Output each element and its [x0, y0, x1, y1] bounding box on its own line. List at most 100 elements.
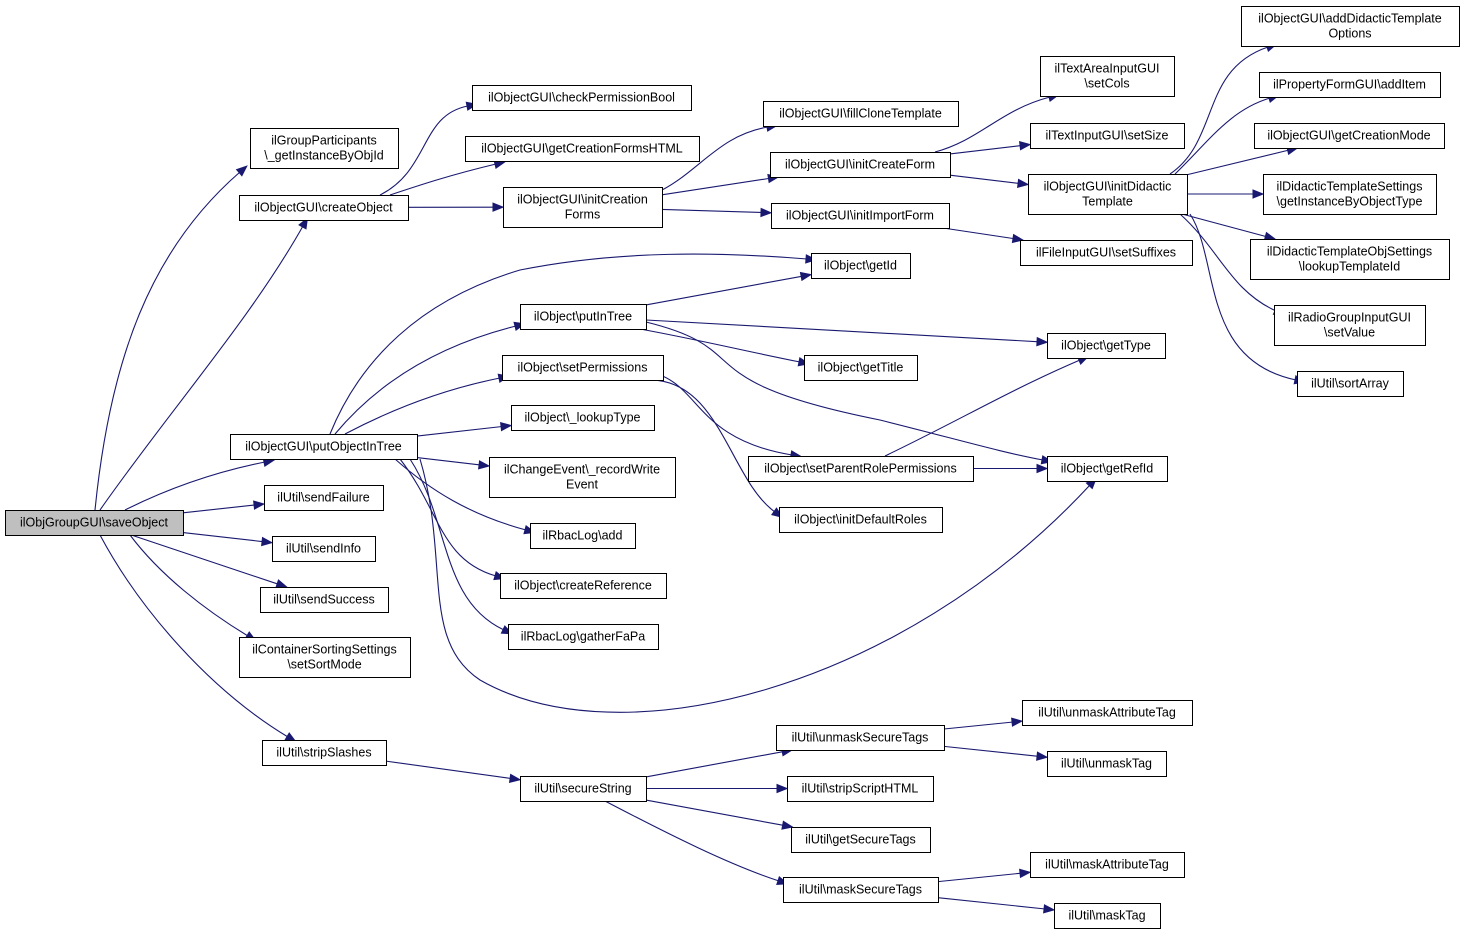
edge-saveObject-to-createObject [99, 216, 309, 511]
edge-line [182, 532, 263, 543]
node-label: ilUtil\unmaskAttributeTag [1038, 706, 1176, 720]
node-box [1297, 371, 1404, 397]
edge-line [943, 721, 1013, 730]
node-getCreationFormsHTML[interactable]: ilObjectGUI\getCreationFormsHTML [465, 136, 700, 162]
node-box [489, 457, 676, 498]
node-box [1022, 700, 1193, 726]
node-createObject[interactable]: ilObjectGUI\createObject [239, 195, 409, 221]
node-unmaskTag[interactable]: ilUtil\unmaskTag [1047, 751, 1167, 777]
node-initDefaultRoles[interactable]: ilObject\initDefaultRoles [779, 507, 943, 533]
node-gatherFaPa[interactable]: ilRbacLog\gatherFaPa [508, 624, 659, 650]
node-label: ilObjectGUI\createObject [254, 201, 393, 215]
node-sendInfo[interactable]: ilUtil\sendInfo [272, 536, 376, 562]
edge-saveObject-to-setSortMode [129, 534, 257, 642]
edge-createObject-to-initCreationForms [407, 202, 505, 212]
node-lookupType[interactable]: ilObject\_lookupType [511, 405, 655, 431]
node-getSecureTags[interactable]: ilUtil\getSecureTags [791, 827, 931, 853]
node-getCreationMode[interactable]: ilObjectGUI\getCreationMode [1254, 123, 1445, 149]
node-setSortMode[interactable]: ilContainerSortingSettings\setSortMode [239, 637, 411, 678]
node-createReference[interactable]: ilObject\createReference [500, 573, 667, 599]
edge-initDidacticTemplate-to-lookupTemplateId [1181, 213, 1277, 241]
node-unmaskSecureTags[interactable]: ilUtil\unmaskSecureTags [776, 725, 945, 751]
edge-secureString-to-unmaskSecureTags [645, 747, 794, 778]
edge-line [329, 253, 808, 435]
node-box [787, 776, 934, 802]
node-box [748, 456, 974, 482]
node-setSize[interactable]: ilTextInputGUI\setSize [1030, 123, 1185, 149]
node-setParentRolePermissions[interactable]: ilObject\setParentRolePermissions [748, 456, 974, 482]
edge-line [1174, 97, 1271, 175]
edge-putInTree-to-getRefId [645, 321, 1054, 465]
node-unmaskAttributeTag[interactable]: ilUtil\unmaskAttributeTag [1022, 700, 1193, 726]
arrow-head-icon [781, 820, 794, 830]
node-stripSlashes[interactable]: ilUtil\stripSlashes [262, 740, 387, 766]
node-getRefId[interactable]: ilObject\getRefId [1047, 456, 1168, 482]
edge-line [649, 379, 776, 513]
edge-line [937, 897, 1045, 910]
node-label: ilDidacticTemplateSettings [1277, 180, 1423, 194]
node-maskAttributeTag[interactable]: ilUtil\maskAttributeTag [1030, 852, 1185, 878]
edge-secureString-to-maskSecureTags [604, 800, 789, 886]
node-label: ilPropertyFormGUI\addItem [1273, 78, 1426, 92]
node-sendFailure[interactable]: ilUtil\sendFailure [264, 485, 384, 511]
node-stripScriptHTML[interactable]: ilUtil\stripScriptHTML [787, 776, 934, 802]
node-checkPermissionBool[interactable]: ilObjectGUI\checkPermissionBool [472, 85, 692, 111]
node-initImportForm[interactable]: ilObjectGUI\initImportForm [771, 203, 950, 229]
node-label: ilObjectGUI\fillCloneTemplate [779, 107, 942, 121]
node-secureString[interactable]: ilUtil\secureString [520, 776, 647, 802]
edge-initImportForm-to-setSuffixes [943, 227, 1025, 244]
node-box [508, 624, 659, 650]
node-addItem[interactable]: ilPropertyFormGUI\addItem [1259, 72, 1441, 98]
node-initCreateForm[interactable]: ilObjectGUI\initCreateForm [770, 152, 951, 178]
node-setValue[interactable]: ilRadioGroupInputGUI\setValue [1274, 305, 1426, 346]
arrow-head-icon [1011, 717, 1024, 727]
node-box [770, 152, 951, 178]
node-setPermissions[interactable]: ilObject\setPermissions [502, 355, 664, 381]
edge-saveObject-to-putObjectInTree [124, 457, 276, 511]
node-label: ilObjectGUI\initCreateForm [785, 158, 935, 172]
node-rbacAdd[interactable]: ilRbacLog\add [530, 523, 636, 549]
node-box [804, 355, 918, 381]
node-box [1047, 456, 1168, 482]
node-getInstanceByObjectType[interactable]: ilDidacticTemplateSettings\getInstanceBy… [1263, 174, 1437, 215]
node-box [1250, 239, 1450, 280]
node-setSuffixes[interactable]: ilFileInputGUI\setSuffixes [1020, 240, 1193, 266]
node-setCols[interactable]: ilTextAreaInputGUI\setCols [1040, 56, 1175, 97]
node-label: ilUtil\stripSlashes [276, 746, 371, 760]
node-box [1241, 6, 1460, 47]
edge-line [645, 321, 1044, 461]
node-maskTag[interactable]: ilUtil\maskTag [1054, 903, 1161, 929]
node-label: ilTextInputGUI\setSize [1046, 129, 1169, 143]
node-sortArray[interactable]: ilUtil\sortArray [1297, 371, 1404, 397]
node-gp[interactable]: ilGroupParticipants\_getInstanceByObjId [250, 128, 399, 169]
node-getType[interactable]: ilObject\getType [1047, 333, 1166, 359]
node-label: ilObjectGUI\getCreationMode [1267, 129, 1430, 143]
node-label: ilObjectGUI\checkPermissionBool [488, 91, 675, 105]
node-saveObject[interactable]: ilObjGroupGUI\saveObject [5, 510, 184, 536]
node-getTitle[interactable]: ilObject\getTitle [804, 355, 918, 381]
edge-line [416, 426, 502, 437]
edge-putInTree-to-getId [645, 271, 813, 306]
node-box [511, 405, 655, 431]
node-getId[interactable]: ilObject\getId [811, 253, 911, 279]
node-lookupTemplateId[interactable]: ilDidacticTemplateObjSettings\lookupTemp… [1250, 239, 1450, 280]
edge-saveObject-to-sendInfo [182, 532, 274, 547]
node-maskSecureTags[interactable]: ilUtil\maskSecureTags [783, 877, 939, 903]
node-label: \getInstanceByObjectType [1277, 195, 1423, 209]
node-label: Forms [565, 208, 600, 222]
node-sendSuccess[interactable]: ilUtil\sendSuccess [260, 587, 389, 613]
arrow-head-icon [261, 536, 274, 547]
edge-line [94, 171, 241, 511]
node-fillCloneTemplate[interactable]: ilObjectGUI\fillCloneTemplate [763, 101, 959, 127]
node-label: \setCols [1084, 77, 1129, 91]
node-label: ilGroupParticipants [271, 134, 377, 148]
node-label: ilUtil\maskSecureTags [799, 883, 922, 897]
node-putObjectInTree[interactable]: ilObjectGUI\putObjectInTree [230, 434, 418, 460]
node-label: Options [1328, 27, 1371, 41]
edge-line [949, 174, 1019, 184]
node-putInTree[interactable]: ilObject\putInTree [520, 304, 647, 330]
